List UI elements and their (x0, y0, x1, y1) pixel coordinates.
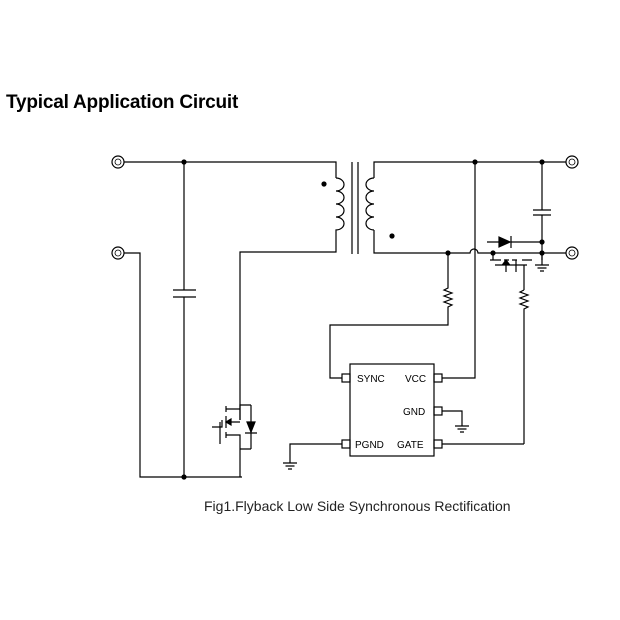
output-terminal-top (565, 155, 579, 169)
gnd-wire (442, 410, 469, 433)
pin-label-vcc: VCC (405, 374, 426, 385)
output-terminal-bottom (565, 246, 579, 260)
sr-gate-resistor (518, 289, 530, 444)
ic-pin-gate (433, 439, 443, 449)
ic-pin-sync (341, 373, 351, 383)
pin-label-sync: SYNC (357, 374, 385, 385)
ic-pin-gnd (433, 406, 443, 416)
input-top-rail (124, 161, 337, 178)
sr-body-diode (487, 236, 542, 248)
input-terminal-bottom (111, 246, 125, 260)
input-capacitor (173, 162, 196, 477)
ic-pin-pgnd (341, 439, 351, 449)
vcc-wire (442, 162, 476, 379)
ic-pin-vcc (433, 373, 443, 383)
secondary-polarity-dot (389, 233, 395, 239)
secondary-winding (365, 177, 375, 231)
transformer-core (351, 162, 359, 254)
primary-polarity-dot (321, 181, 327, 187)
pin-label-gnd: GND (403, 407, 425, 418)
page-title: Typical Application Circuit (6, 92, 239, 113)
output-capacitor (533, 162, 551, 253)
primary-mosfet (212, 404, 252, 477)
pin-label-gate: GATE (397, 440, 424, 451)
pin-label-pgnd: PGND (355, 440, 384, 451)
pgnd-wire (283, 443, 342, 470)
primary-winding (239, 177, 345, 420)
figure-caption: Fig1.Flyback Low Side Synchronous Rectif… (204, 498, 511, 514)
sr-mosfet (490, 253, 543, 290)
junction-dots (181, 159, 545, 480)
input-terminal-top (111, 155, 125, 169)
input-return-wire (124, 252, 242, 478)
sync-resistor (329, 253, 454, 379)
